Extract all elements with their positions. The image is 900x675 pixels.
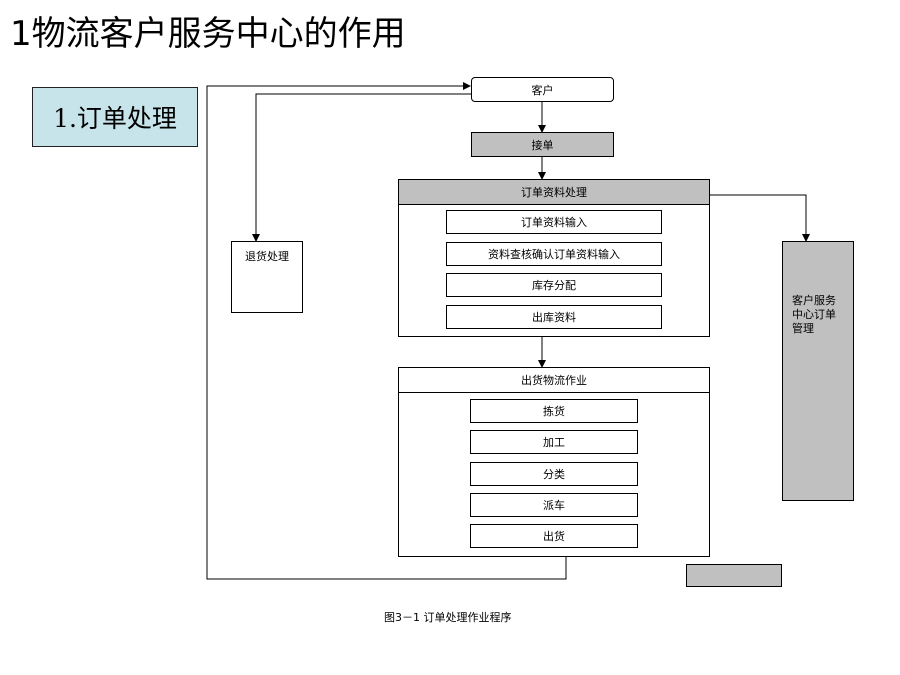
order-step-label: 出库资料: [532, 311, 576, 324]
shipping-step-3: 分类: [470, 462, 638, 486]
customer-node: 客户: [471, 77, 614, 102]
shipping-title: 出货物流作业: [521, 374, 587, 387]
arrow-processing-to-service-center: [710, 194, 810, 242]
figure-caption: 图3－1 订单处理作业程序: [384, 611, 512, 624]
order-step-1: 订单资料输入: [446, 210, 662, 234]
service-center-node: 客户服务 中心订单 管理: [782, 241, 854, 501]
shipping-step-label: 加工: [543, 436, 565, 449]
customer-label: 客户: [531, 83, 554, 97]
shipping-step-label: 出货: [543, 530, 565, 543]
order-processing-header: 订单资料处理: [399, 180, 709, 205]
order-processing-title: 订单资料处理: [521, 186, 587, 199]
order-step-3: 库存分配: [446, 273, 662, 297]
shipping-step-label: 派车: [543, 499, 565, 512]
shipping-step-5: 出货: [470, 524, 638, 548]
receive-order-label: 接单: [531, 138, 554, 152]
shipping-header: 出货物流作业: [399, 368, 709, 393]
service-center-line-2: 中心订单: [792, 308, 836, 321]
service-center-line-1: 客户服务: [792, 294, 836, 307]
service-center-line-3: 管理: [792, 322, 814, 335]
page-title: 1物流客户服务中心的作用: [10, 14, 406, 54]
return-processing-label: 退货处理: [245, 250, 289, 263]
section-label: 1.订单处理: [32, 87, 198, 147]
shipping-step-4: 派车: [470, 493, 638, 517]
order-step-label: 库存分配: [532, 279, 576, 292]
arrow-shipping-loop-to-customer: [206, 82, 567, 580]
return-processing-node: 退货处理: [231, 241, 303, 313]
shipping-step-1: 拣货: [470, 399, 638, 423]
shipping-step-2: 加工: [470, 430, 638, 454]
order-step-4: 出库资料: [446, 305, 662, 329]
arrow-customer-to-return: [252, 93, 471, 242]
order-step-label: 订单资料输入: [521, 216, 587, 229]
receive-order-node: 接单: [471, 132, 614, 157]
shipping-step-label: 拣货: [543, 405, 565, 418]
shipping-step-label: 分类: [543, 468, 565, 481]
order-step-2: 资料查核确认订单资料输入: [446, 242, 662, 266]
grey-rect: [686, 564, 782, 587]
order-step-label: 资料查核确认订单资料输入: [488, 248, 620, 261]
